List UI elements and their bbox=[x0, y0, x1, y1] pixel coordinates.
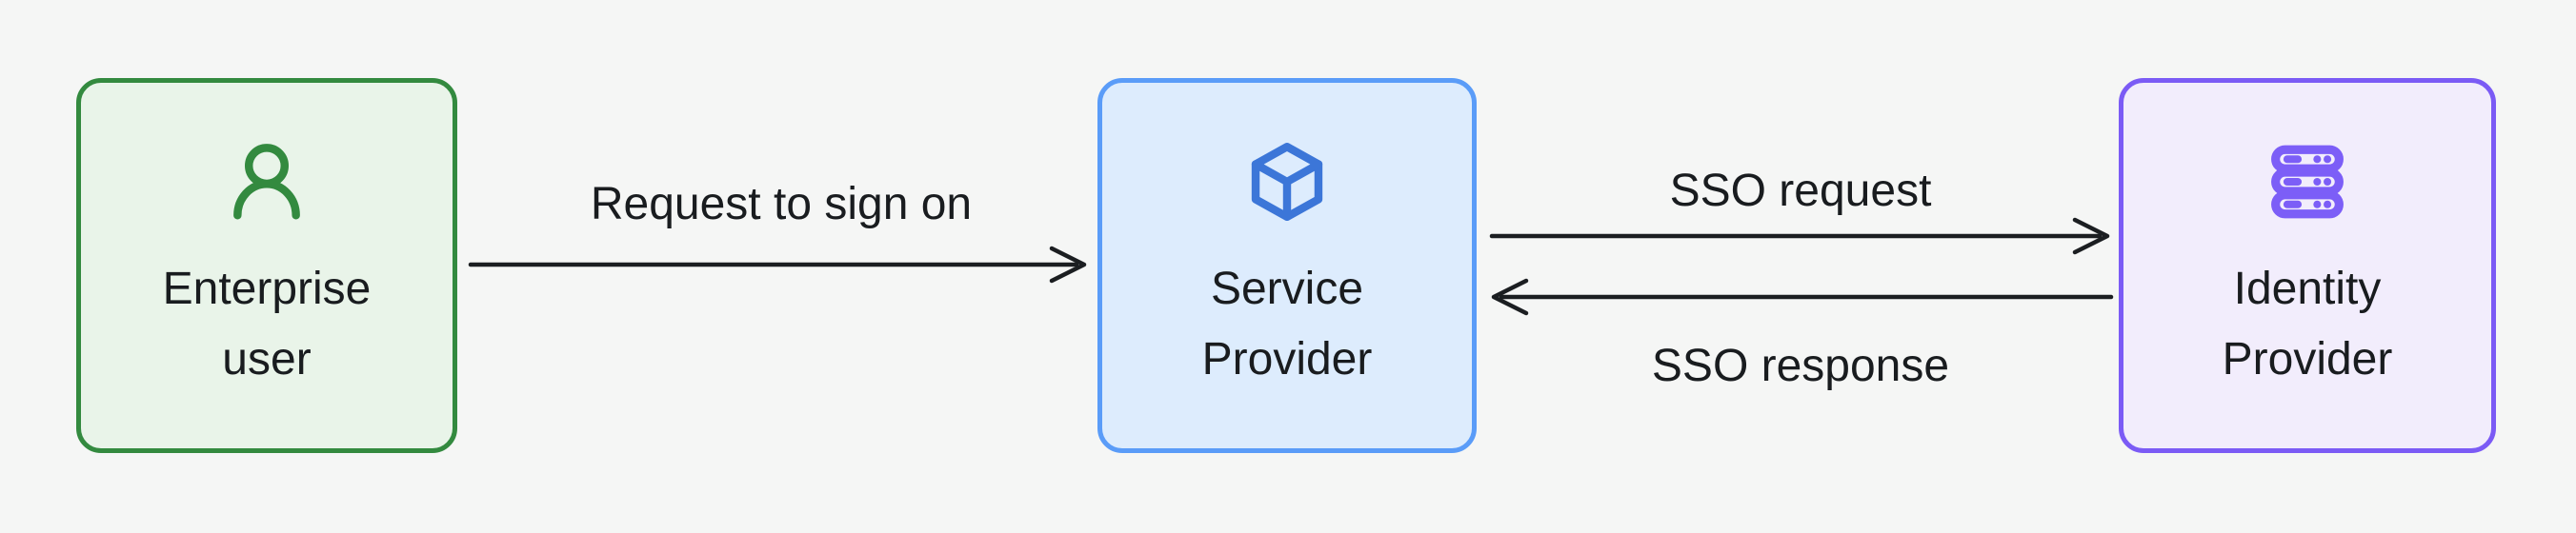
user-icon bbox=[223, 138, 311, 226]
node-label-line: Provider bbox=[1201, 334, 1373, 385]
request-to-sign-on-arrow bbox=[467, 242, 1096, 287]
edge-label-sso-response: SSO response bbox=[1651, 341, 1950, 391]
cube-icon bbox=[1243, 138, 1331, 226]
node-label-line: user bbox=[222, 334, 312, 385]
arrow-head bbox=[2072, 217, 2110, 255]
server-icon bbox=[2264, 138, 2351, 226]
user-icon-shoulders bbox=[233, 180, 300, 220]
server-icon-dots bbox=[2313, 155, 2332, 208]
server-icon-row bbox=[2271, 190, 2344, 219]
node-label: Identity Provider bbox=[2223, 254, 2393, 395]
node-label: Enterprise user bbox=[163, 254, 372, 395]
arrow-head bbox=[1491, 278, 1529, 316]
node-label-line: Identity bbox=[2233, 264, 2382, 314]
edge-label-sso-request: SSO request bbox=[1669, 166, 1932, 216]
edge-label-request-to-sign-on: Request to sign on bbox=[590, 179, 973, 229]
user-icon-head bbox=[244, 144, 290, 188]
node-service-provider: Service Provider bbox=[1097, 78, 1477, 453]
node-enterprise-user: Enterprise user bbox=[76, 78, 457, 453]
node-label-line: Provider bbox=[2222, 334, 2393, 385]
arrow-head bbox=[1049, 246, 1087, 284]
node-label-line: Service bbox=[1210, 264, 1364, 314]
sso-request-arrow bbox=[1486, 213, 2115, 259]
node-identity-provider: Identity Provider bbox=[2119, 78, 2496, 453]
node-label-line: Enterprise bbox=[162, 264, 372, 314]
server-icon-lights bbox=[2283, 155, 2303, 208]
node-label: Service Provider bbox=[1202, 254, 1373, 395]
sso-response-arrow bbox=[1486, 274, 2115, 320]
